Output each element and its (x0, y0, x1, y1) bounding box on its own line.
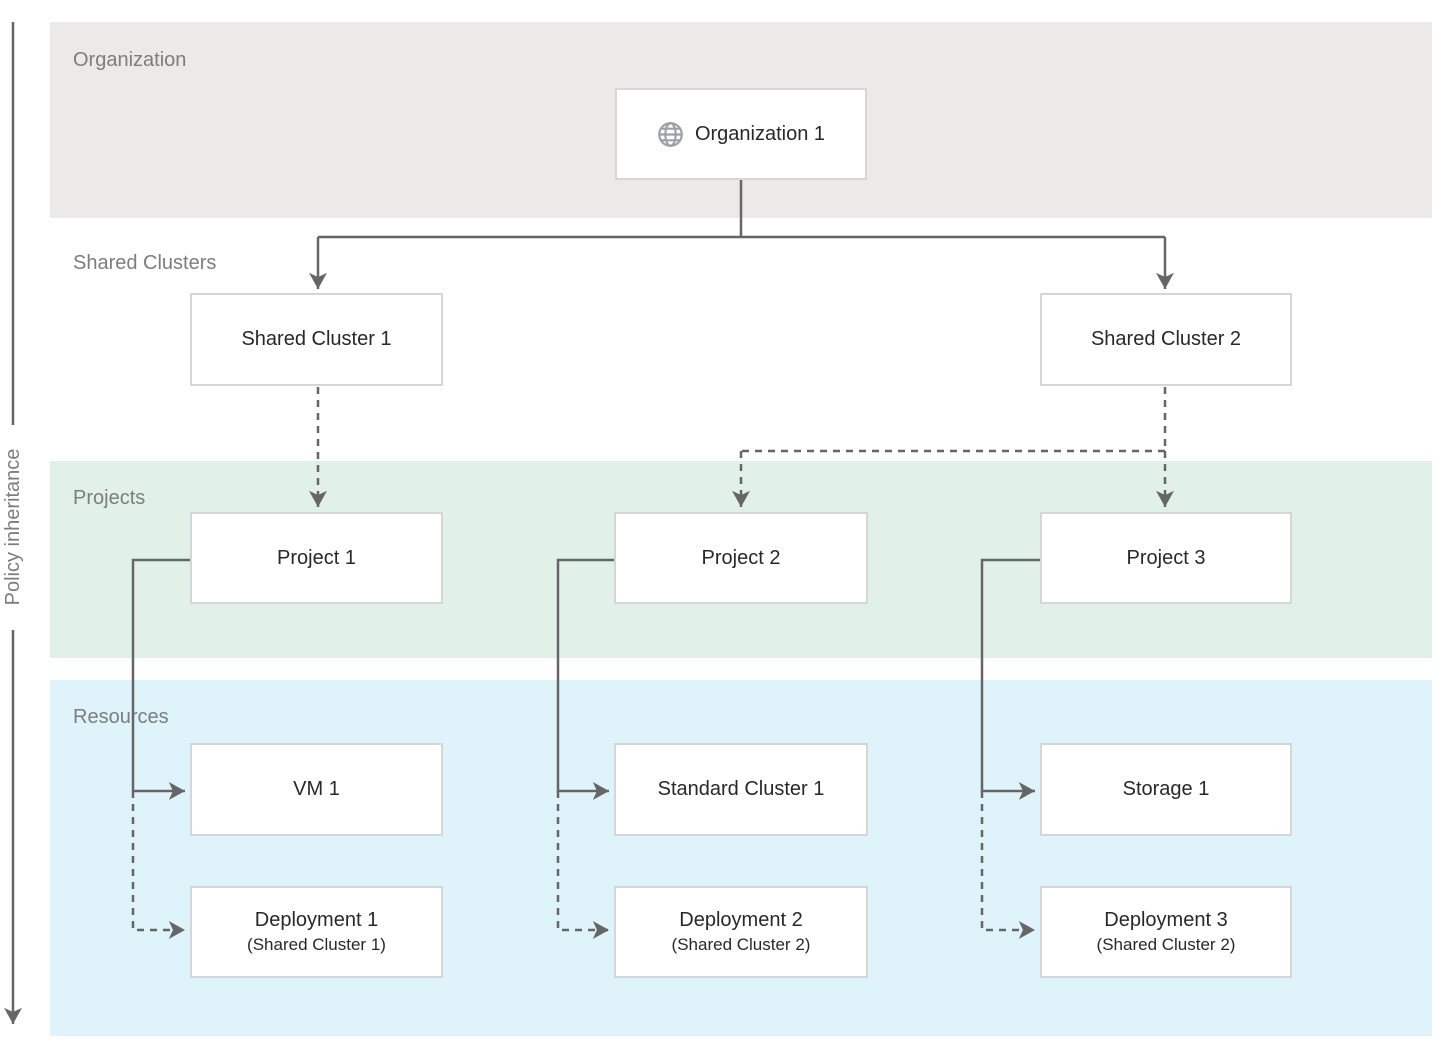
node-label: Project 3 (1126, 546, 1206, 569)
node-label: Storage 1 (1122, 778, 1210, 800)
node-label: Deployment 1 (254, 909, 379, 931)
organization-band-label: Organization (73, 49, 187, 71)
edge-project-2-to-deployment-2 (556, 791, 609, 939)
node-label: VM 1 (293, 778, 340, 800)
node-organization-1: Organization 1 (615, 88, 867, 180)
node-label: Project 2 (701, 546, 781, 569)
edge-project-1-to-deployment-1 (131, 791, 185, 939)
node-sublabel: (Shared Cluster 2) (671, 935, 811, 954)
node-project-3: Project 3 (1040, 512, 1292, 604)
node-label: Project 1 (277, 546, 356, 569)
resources-band-label: Resources (73, 706, 169, 728)
node-label: Standard Cluster 1 (657, 778, 825, 800)
globe-icon (658, 121, 683, 147)
node-project-2: Project 2 (614, 512, 868, 604)
edge-project-1-to-vm-1 (131, 558, 190, 800)
edge-project-2-to-standard-cluster-1 (556, 558, 614, 800)
node-label: Deployment 3 (1104, 909, 1228, 931)
node-sublabel: (Shared Cluster 1) (247, 935, 386, 954)
node-label: Deployment 2 (679, 909, 803, 931)
node-label: Shared Cluster 2 (1090, 328, 1242, 350)
edge-project-3-to-storage-1 (980, 558, 1040, 800)
node-deployment-3: Deployment 3 (Shared Cluster 2) (1040, 886, 1292, 978)
node-label: Shared Cluster 1 (241, 328, 392, 350)
node-vm-1: VM 1 (190, 743, 443, 836)
node-shared-cluster-1: Shared Cluster 1 (190, 293, 443, 386)
edge-project-3-to-deployment-3 (980, 791, 1035, 939)
node-project-1: Project 1 (190, 512, 443, 604)
projects-band-label: Projects (73, 487, 146, 509)
node-storage-1: Storage 1 (1040, 743, 1292, 836)
node-sublabel: (Shared Cluster 2) (1096, 935, 1236, 954)
node-deployment-1: Deployment 1 (Shared Cluster 1) (190, 886, 443, 978)
node-deployment-2: Deployment 2 (Shared Cluster 2) (614, 886, 868, 978)
node-shared-cluster-2: Shared Cluster 2 (1040, 293, 1292, 386)
node-label: Organization 1 (694, 122, 826, 145)
node-standard-cluster-1: Standard Cluster 1 (614, 743, 868, 836)
shared-clusters-band-label: Shared Clusters (73, 252, 217, 274)
